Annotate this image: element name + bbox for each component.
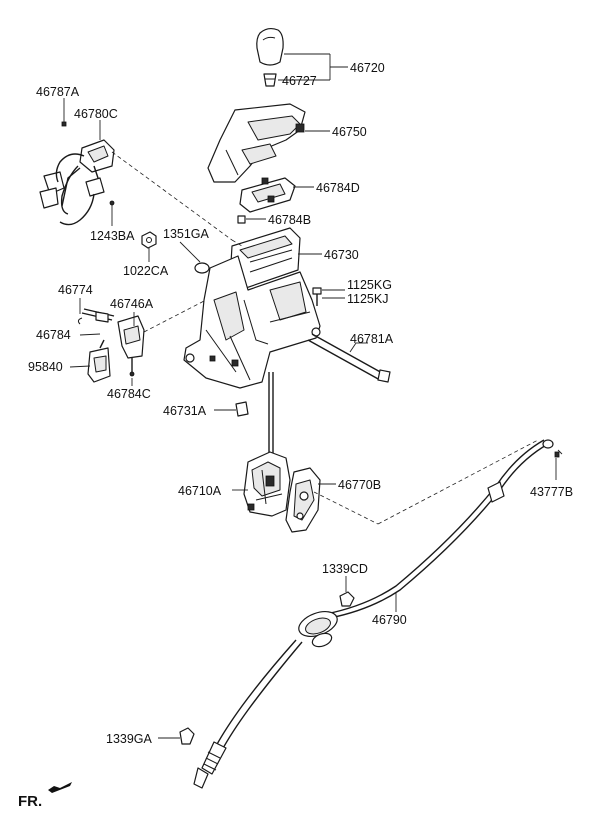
front-direction-label: FR. [18, 793, 42, 810]
label-46790: 46790 [372, 613, 407, 627]
grommet-1351GA [194, 262, 210, 274]
label-46710A: 46710A [178, 484, 222, 498]
clip-46731A [235, 401, 249, 417]
label-1125KG: 1125KG [347, 278, 392, 292]
label-46750: 46750 [332, 125, 367, 139]
label-1351GA: 1351GA [163, 227, 210, 241]
label-46781A: 46781A [350, 332, 394, 346]
label-46730: 46730 [324, 248, 359, 262]
label-1022CA: 1022CA [123, 264, 169, 278]
leader-46720 [278, 53, 348, 81]
shift-lever-assembly [183, 227, 321, 456]
label-46727: 46727 [282, 74, 317, 88]
label-46774: 46774 [58, 283, 93, 297]
front-arrow-icon [48, 782, 72, 793]
shift-mechanism [243, 451, 291, 517]
label-46784B: 46784B [268, 213, 311, 227]
pin-46781A [307, 333, 391, 383]
label-46784: 46784 [36, 328, 71, 342]
bolt-1125 [312, 287, 322, 306]
nut-1339GA [179, 727, 195, 745]
label-46784C: 46784C [107, 387, 151, 401]
shift-cable [193, 439, 554, 789]
label-95840: 95840 [28, 360, 63, 374]
label-46784D: 46784D [316, 181, 360, 195]
wiring-harness [39, 139, 115, 226]
label-46787A: 46787A [36, 85, 80, 99]
label-46731A: 46731A [163, 404, 207, 418]
label-46746A: 46746A [110, 297, 154, 311]
label-46780C: 46780C [74, 107, 118, 121]
shift-knob [256, 27, 284, 87]
label-1339GA: 1339GA [106, 732, 153, 746]
clip-46784B [237, 215, 246, 224]
bracket-46770B [285, 467, 321, 533]
label-43777B: 43777B [530, 485, 573, 499]
position-indicator [239, 177, 296, 213]
solenoid-assembly [77, 308, 145, 383]
label-1339CD: 1339CD [322, 562, 368, 576]
label-46720: 46720 [350, 61, 385, 75]
nut-1339CD [339, 591, 355, 607]
nut-1022CA [141, 231, 157, 249]
indicator-cover [207, 103, 306, 183]
label-1243BA: 1243BA [90, 229, 135, 243]
label-46770B: 46770B [338, 478, 381, 492]
label-1125KJ: 1125KJ [347, 292, 388, 306]
